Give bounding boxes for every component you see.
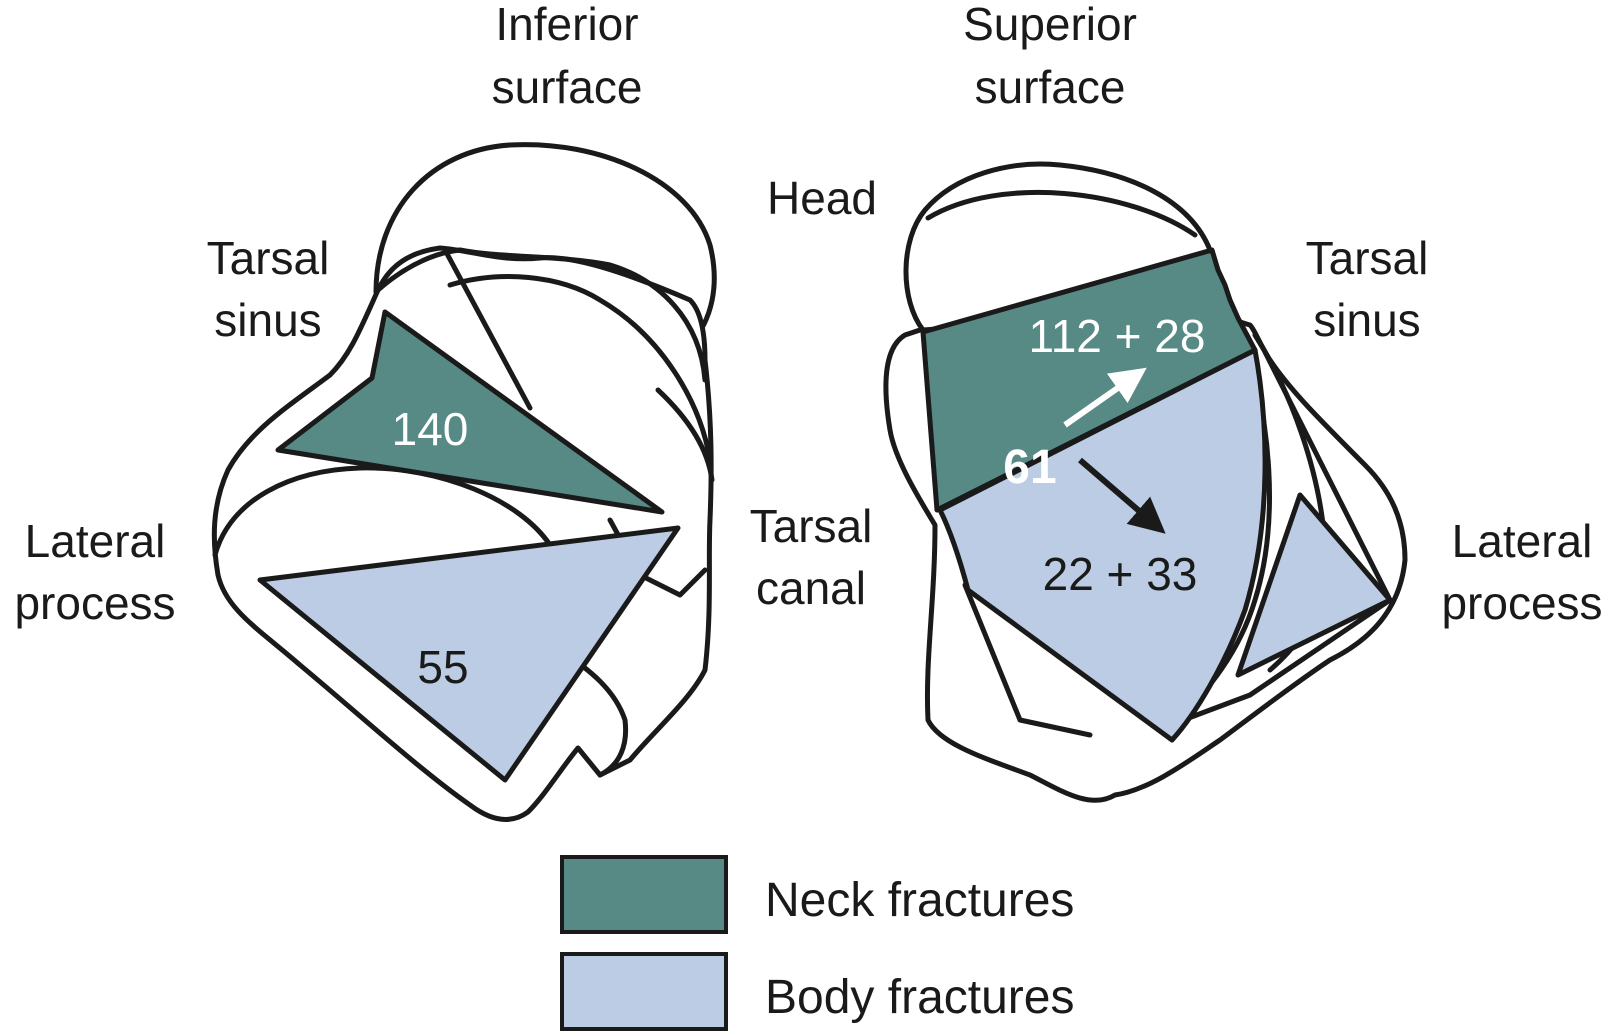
superior-arrow-to-body bbox=[1078, 457, 1166, 534]
inferior-neck-zone bbox=[275, 309, 665, 515]
inferior-contour-1 bbox=[375, 247, 708, 383]
inferior-neck-count: 140 bbox=[392, 403, 469, 455]
superior-contour-6 bbox=[1262, 349, 1393, 603]
legend-label-neck: Neck fractures bbox=[765, 874, 1074, 927]
superior-neck-count: 112 + 28 bbox=[1029, 310, 1206, 362]
superior-body-zone-lateral bbox=[1235, 492, 1393, 678]
superior-neck-zone bbox=[920, 247, 1258, 513]
superior-tarsal-sinus-line2: sinus bbox=[1313, 294, 1420, 346]
superior-contour-5 bbox=[1167, 597, 1393, 728]
inferior-contour-2 bbox=[442, 247, 533, 411]
inferior-tarsal-canal-line1: Tarsal bbox=[750, 500, 873, 552]
superior-lateral-process-line1: Lateral bbox=[1452, 515, 1593, 567]
inferior-body-count: 55 bbox=[417, 641, 468, 693]
legend-label-body: Body fractures bbox=[765, 971, 1074, 1024]
superior-title-line1: Superior bbox=[963, 0, 1137, 50]
inferior-body-zone bbox=[257, 525, 681, 783]
legend-swatch-body bbox=[560, 952, 728, 1031]
superior-arrow-to-neck bbox=[1063, 367, 1147, 428]
superior-tarsal-sinus-line1: Tarsal bbox=[1306, 232, 1429, 284]
superior-view: 112 + 28 61 22 + 33 Superior surface Hea… bbox=[767, 0, 1603, 803]
inferior-tarsal-sinus-line2: sinus bbox=[214, 294, 321, 346]
legend-swatch-neck bbox=[560, 855, 728, 934]
inferior-tarsal-canal-line2: canal bbox=[756, 562, 866, 614]
inferior-contour-3 bbox=[447, 274, 713, 463]
superior-body-count: 22 + 33 bbox=[1043, 548, 1198, 600]
inferior-contour-7 bbox=[655, 387, 715, 483]
superior-lateral-process-line2: process bbox=[1441, 577, 1602, 629]
inferior-lateral-process-line2: process bbox=[14, 577, 175, 629]
inferior-tarsal-sinus-line1: Tarsal bbox=[207, 232, 330, 284]
superior-shared-count: 61 bbox=[1003, 441, 1056, 494]
superior-body-zone-main bbox=[937, 347, 1268, 743]
superior-head-label: Head bbox=[767, 172, 877, 224]
inferior-title-line2: surface bbox=[492, 61, 643, 113]
inferior-view: 140 55 Inferior surface Tarsal sinus Lat… bbox=[14, 0, 873, 822]
superior-contour-1 bbox=[925, 190, 1198, 238]
superior-contour-4 bbox=[962, 582, 1093, 738]
superior-title-line2: surface bbox=[975, 61, 1126, 113]
legend: Neck fractures Body fractures bbox=[560, 855, 1074, 1031]
inferior-lateral-process-line1: Lateral bbox=[25, 515, 166, 567]
inferior-contour-4 bbox=[212, 465, 553, 558]
inferior-title-line1: Inferior bbox=[495, 0, 638, 50]
